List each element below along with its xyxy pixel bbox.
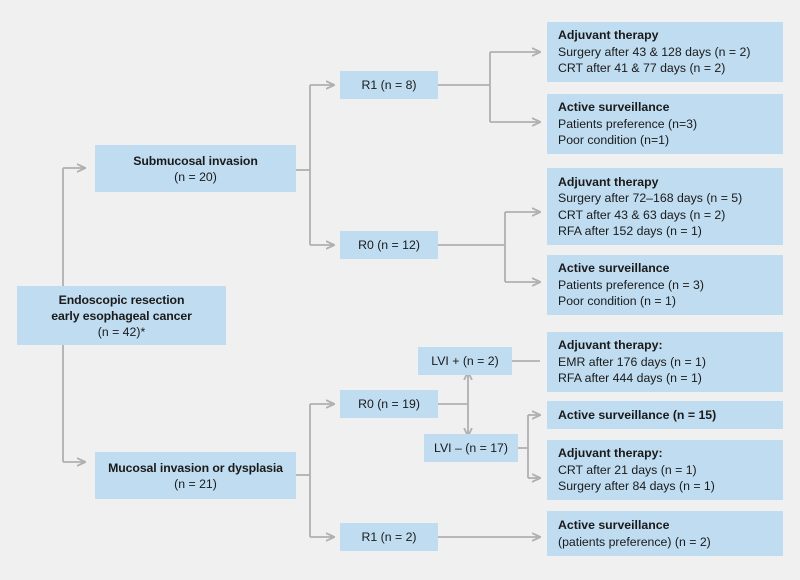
outcome-heading: Active surveillance (558, 100, 670, 115)
outcome-item: Poor condition (n=1) (558, 133, 670, 148)
node-outcome-lvi-positive-adjuvant[interactable]: Adjuvant therapy: EMR after 176 days (n … (547, 332, 783, 392)
outcome-item: EMR after 176 days (n = 1) (558, 354, 706, 369)
lvi-negative-label: LVI – (n = 17) (434, 441, 508, 455)
node-submucosal-invasion[interactable]: Submucosal invasion (n = 20) (95, 145, 296, 192)
node-outcome-sm-r0-surveillance[interactable]: Active surveillance Patients preference … (547, 255, 783, 315)
node-outcome-sm-r1-surveillance[interactable]: Active surveillance Patients preference … (547, 94, 783, 154)
root-line-3: (n = 42)* (97, 324, 146, 339)
node-submucosal-r0[interactable]: R0 (n = 12) (340, 231, 438, 259)
outcome-heading: Adjuvant therapy (558, 174, 659, 189)
node-lvi-negative[interactable]: LVI – (n = 17) (424, 434, 518, 462)
outcome-item: Patients preference (n=3) (558, 116, 698, 131)
node-lvi-positive[interactable]: LVI + (n = 2) (418, 347, 512, 375)
node-outcome-lvi-negative-adjuvant[interactable]: Adjuvant therapy: CRT after 21 days (n =… (547, 440, 783, 500)
outcome-heading: Active surveillance (558, 518, 670, 532)
outcome-item: Poor condition (n = 1) (558, 294, 676, 309)
submucosal-r0-label: R0 (n = 12) (358, 238, 420, 252)
node-root[interactable]: Endoscopic resection early esophageal ca… (17, 286, 226, 345)
root-line-1: Endoscopic resection (58, 292, 185, 307)
outcome-item: CRT after 21 days (n = 1) (558, 462, 697, 477)
submucosal-title: Submucosal invasion (133, 153, 258, 168)
outcome-item: CRT after 41 & 77 days (n = 2) (558, 61, 726, 76)
submucosal-r1-label: R1 (n = 8) (361, 78, 417, 92)
outcome-heading: Active surveillance (n = 15) (558, 407, 717, 422)
outcome-item: (patients preference) (n = 2) (558, 534, 711, 549)
outcome-item: RFA after 444 days (n = 1) (558, 371, 702, 386)
outcome-item: CRT after 43 & 63 days (n = 2) (558, 207, 726, 222)
node-outcome-sm-r0-adjuvant[interactable]: Adjuvant therapy Surgery after 72–168 da… (547, 168, 783, 245)
lvi-positive-label: LVI + (n = 2) (431, 354, 499, 368)
mucosal-title: Mucosal invasion or dysplasia (108, 460, 283, 475)
outcome-heading: Adjuvant therapy: (558, 446, 663, 461)
node-mucosal-invasion[interactable]: Mucosal invasion or dysplasia (n = 21) (95, 452, 296, 499)
node-outcome-mu-r1-surveillance[interactable]: Active surveillance (patients preference… (547, 511, 783, 556)
outcome-heading: Adjuvant therapy: (558, 338, 663, 353)
mucosal-r1-label: R1 (n = 2) (361, 530, 417, 544)
outcome-heading: Active surveillance (558, 261, 670, 276)
outcome-item: Patients preference (n = 3) (558, 277, 704, 292)
node-outcome-sm-r1-adjuvant[interactable]: Adjuvant therapy Surgery after 43 & 128 … (547, 22, 783, 82)
node-submucosal-r1[interactable]: R1 (n = 8) (340, 71, 438, 99)
node-mucosal-r0[interactable]: R0 (n = 19) (340, 390, 438, 418)
submucosal-count: (n = 20) (174, 169, 217, 184)
root-line-2: early esophageal cancer (51, 308, 192, 323)
outcome-heading: Adjuvant therapy (558, 28, 659, 43)
outcome-item: Surgery after 72–168 days (n = 5) (558, 191, 743, 205)
node-mucosal-r1[interactable]: R1 (n = 2) (340, 523, 438, 551)
mucosal-r0-label: R0 (n = 19) (358, 397, 420, 411)
node-outcome-lvi-negative-surveillance[interactable]: Active surveillance (n = 15) (547, 401, 783, 429)
outcome-item: Surgery after 84 days (n = 1) (558, 479, 715, 494)
mucosal-count: (n = 21) (174, 476, 217, 491)
outcome-item: RFA after 152 days (n = 1) (558, 224, 702, 238)
outcome-item: Surgery after 43 & 128 days (n = 2) (558, 44, 751, 59)
